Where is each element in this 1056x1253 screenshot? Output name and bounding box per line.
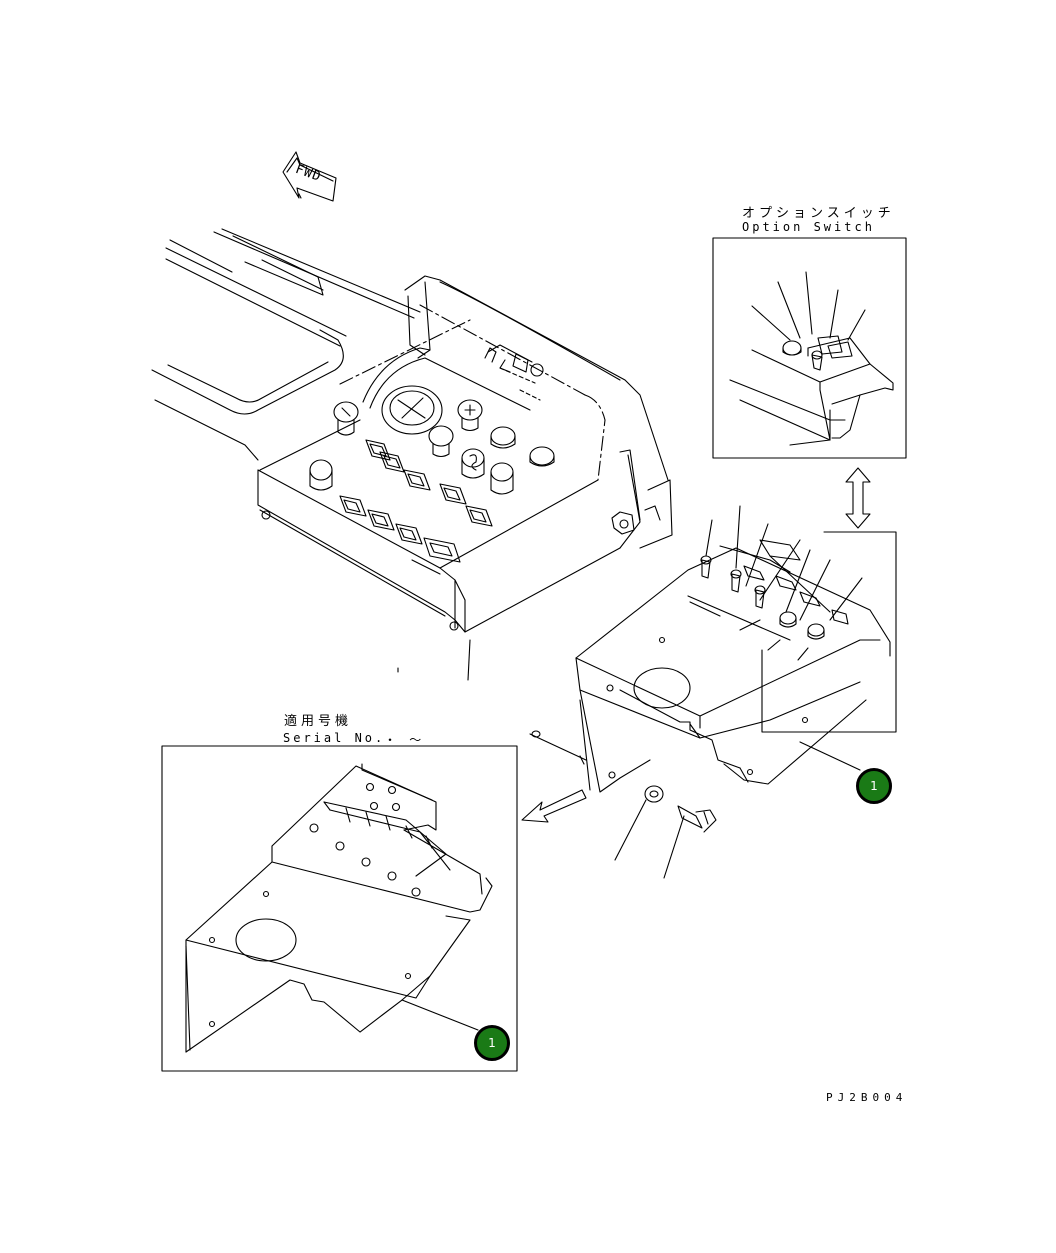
fwd-arrow-icon xyxy=(283,152,336,201)
serial-label-en: Serial No. xyxy=(283,731,386,745)
option-switch-region-box xyxy=(762,532,896,732)
serial-range: ・ 〜 xyxy=(384,733,425,747)
option-switch-detail xyxy=(730,272,893,445)
serial-label-jp: 適用号機 xyxy=(284,714,353,729)
bracket-main xyxy=(576,506,890,792)
option-switch-inset-frame xyxy=(713,238,906,458)
fastener-parts xyxy=(522,731,716,878)
part-callout-1-inset[interactable]: 1 xyxy=(474,1025,510,1061)
option-switch-label-en: Option Switch xyxy=(742,220,875,234)
drawing-code: PJ2B004 xyxy=(826,1091,908,1104)
callout-leader xyxy=(800,742,860,770)
console-assembly xyxy=(152,229,672,680)
bracket-variant-detail xyxy=(186,764,492,1052)
option-switch-label-jp: オプションスイッチ xyxy=(742,206,895,221)
double-arrow-icon xyxy=(846,468,870,528)
serial-inset-frame xyxy=(162,746,517,1071)
part-callout-1[interactable]: 1 xyxy=(856,768,892,804)
